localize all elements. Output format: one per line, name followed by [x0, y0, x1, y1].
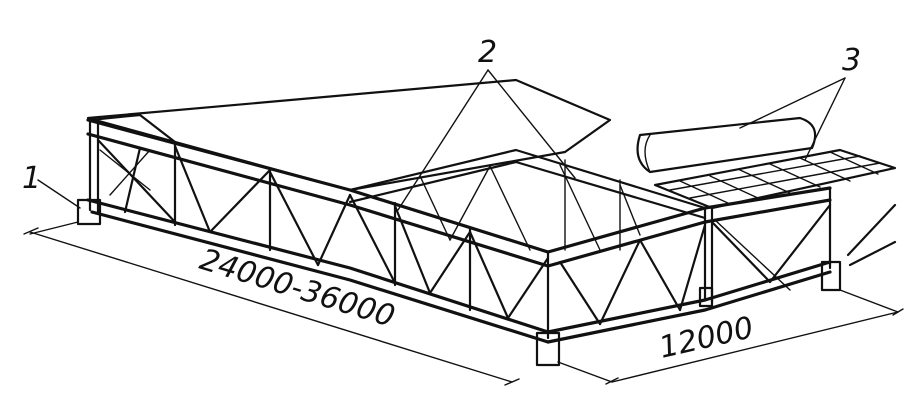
protruding-members [714, 203, 897, 291]
support-blocks [76, 198, 842, 367]
dimension-width [557, 289, 904, 385]
leader-lines [37, 69, 846, 211]
back-truss [348, 148, 707, 251]
dimension-length-label: 24000-36000 [196, 242, 399, 334]
ribbed-deck-panel [653, 148, 897, 210]
callout-1-label: 1 [22, 161, 41, 196]
callout-3-label: 3 [842, 43, 861, 78]
left-end-truss [88, 113, 177, 196]
dimension-length [23, 221, 520, 386]
dimension-width-label: 12000 [656, 310, 757, 366]
roof-panel-roll [636, 116, 817, 174]
callout-2-label: 2 [478, 35, 497, 70]
right-end-truss [546, 186, 832, 344]
